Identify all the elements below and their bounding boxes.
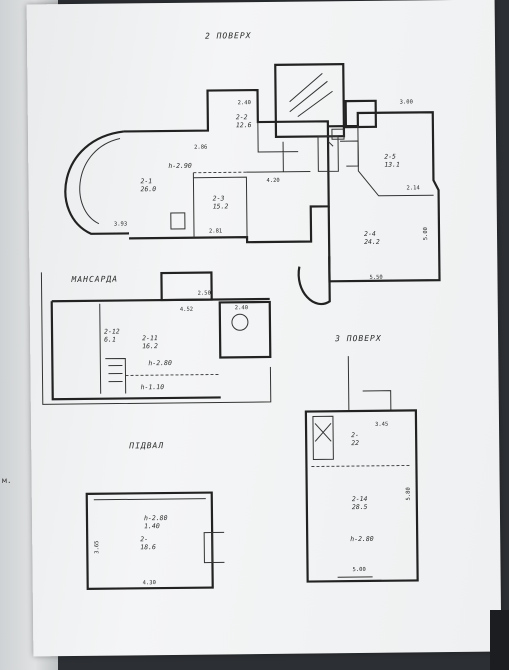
attic-dim-452: 4.52 xyxy=(180,307,193,313)
room-2-12-area: 6.1 xyxy=(104,336,116,344)
room-3-a-id: 2- xyxy=(351,431,359,439)
room-2-4: 2-4 24.2 xyxy=(364,230,380,246)
attic-dim-250: 2.50 xyxy=(198,291,211,297)
stair-small xyxy=(340,140,359,167)
room-2-3: 2-3 15.2 xyxy=(213,194,229,210)
attic-stair xyxy=(99,303,127,394)
room-3-a-area: 22 xyxy=(351,439,359,447)
bay-window xyxy=(64,130,130,235)
basement-plan: ПІДВАЛ h-2.80 1.40 2- 18.6 4.30 3.65 xyxy=(85,441,225,590)
floor-3-dim-580: 5.80 xyxy=(406,487,412,500)
floor-plan-sheet: 2 ПОВЕРХ h-2.90 2-1 26.0 2-2 12.6 xyxy=(26,0,502,657)
attic-dormer xyxy=(160,271,213,302)
basement-dim-430: 4.30 xyxy=(143,580,156,586)
floor-3-dim-345: 3.45 xyxy=(375,422,388,428)
room-2-3-area: 15.2 xyxy=(213,202,229,210)
entrance-porch xyxy=(297,256,331,306)
dim-240: 2.40 xyxy=(238,100,251,106)
toilet-symbol xyxy=(331,128,345,140)
stair-symbol xyxy=(170,212,186,230)
dim-286: 2.86 xyxy=(194,145,207,151)
room-2-2: 2-2 12.6 xyxy=(236,113,252,129)
attic-dashed-line xyxy=(125,374,221,376)
floor-2-title: 2 ПОВЕРХ xyxy=(205,31,252,40)
attic-plan: МАНСАРДА 2-11 16.2 h-2.80 2-12 6.1 h-1.1… xyxy=(40,271,272,405)
floor-3-dashed-line xyxy=(311,465,412,467)
stair-treads xyxy=(289,72,333,118)
room-2-5-area: 13.1 xyxy=(384,161,400,169)
dim-393: 3.93 xyxy=(114,221,127,227)
bay-window-inner xyxy=(79,138,121,225)
room-2-11-id: 2-11 xyxy=(142,334,158,342)
dim-300: 3.00 xyxy=(400,99,413,105)
basement-dim-365: 3.65 xyxy=(94,540,100,553)
stair-core xyxy=(274,63,346,138)
room-2-5-id: 2-5 xyxy=(384,153,396,161)
floor-plans-drawing: 2 ПОВЕРХ h-2.90 2-1 26.0 2-2 12.6 xyxy=(40,31,441,590)
room-2-4-id: 2-4 xyxy=(364,230,376,238)
floor-3-dim-500: 5.00 xyxy=(353,567,366,573)
basement-outline xyxy=(85,491,214,590)
floor-2-plan: 2 ПОВЕРХ h-2.90 2-1 26.0 2-2 12.6 xyxy=(64,31,441,306)
dim-281: 2.81 xyxy=(209,228,222,234)
floor-3-stair xyxy=(312,415,334,460)
room-2-2-area: 12.6 xyxy=(236,121,252,129)
dim-420: 4.20 xyxy=(266,178,279,184)
attic-roof-line xyxy=(40,272,272,405)
basement-room-area: 18.6 xyxy=(140,543,156,551)
basement-room-id: 2- xyxy=(140,535,148,543)
basement-height-2: 1.40 xyxy=(144,522,160,530)
binder-mark: м. xyxy=(2,476,12,485)
room-2-14-height: h-2.80 xyxy=(350,535,374,543)
room-2-1-height: h-2.90 xyxy=(168,162,192,170)
room-2-2-id: 2-2 xyxy=(236,113,248,121)
basement-inner-lines xyxy=(93,498,225,564)
room-2-1: h-2.90 2-1 26.0 xyxy=(140,162,192,194)
room-2-11-area: 16.2 xyxy=(142,342,158,350)
dim-500: 5.00 xyxy=(423,227,429,240)
room-2-11-height: h-2.80 xyxy=(148,359,172,367)
attic-min-height: h-1.10 xyxy=(141,383,165,391)
attic-title: МАНСАРДА xyxy=(70,275,118,284)
room-2-12-id: 2-12 xyxy=(104,328,120,336)
attic-bathroom xyxy=(218,300,272,359)
dim-214: 2.14 xyxy=(407,185,421,191)
basement-title: ПІДВАЛ xyxy=(128,441,164,450)
floor-3-plan: 3 ПОВЕРХ 2- 22 2-14 28.5 h-2.80 3.45 5.0… xyxy=(304,334,419,583)
table-corner xyxy=(490,610,509,670)
floor-2-outline-left xyxy=(123,88,330,244)
bathroom-fixtures xyxy=(317,135,339,172)
basement-stair xyxy=(203,532,213,564)
room-2-14-id: 2-14 xyxy=(352,495,368,503)
attic-dim-240: 2.40 xyxy=(235,305,248,311)
room-2-1-area: 26.0 xyxy=(140,185,156,193)
floor-3-title: 3 ПОВЕРХ xyxy=(334,334,382,343)
dim-550: 5.50 xyxy=(369,275,382,281)
floor-2-outline-right xyxy=(327,111,441,283)
room-2-14-area: 28.5 xyxy=(352,503,368,511)
room-2-3-id: 2-3 xyxy=(213,194,225,202)
attic-washbasin xyxy=(231,313,249,331)
room-2-4-area: 24.2 xyxy=(364,238,380,246)
floor-3-outline xyxy=(304,409,419,583)
basement-height: h-2.80 xyxy=(144,514,168,522)
floor-3-roof-line xyxy=(347,356,392,412)
floor-2-dashed-line xyxy=(193,171,247,174)
room-2-1-id: 2-1 xyxy=(140,177,152,185)
floor-2-partitions xyxy=(192,122,311,238)
room-2-5: 2-5 13.1 xyxy=(384,153,400,169)
